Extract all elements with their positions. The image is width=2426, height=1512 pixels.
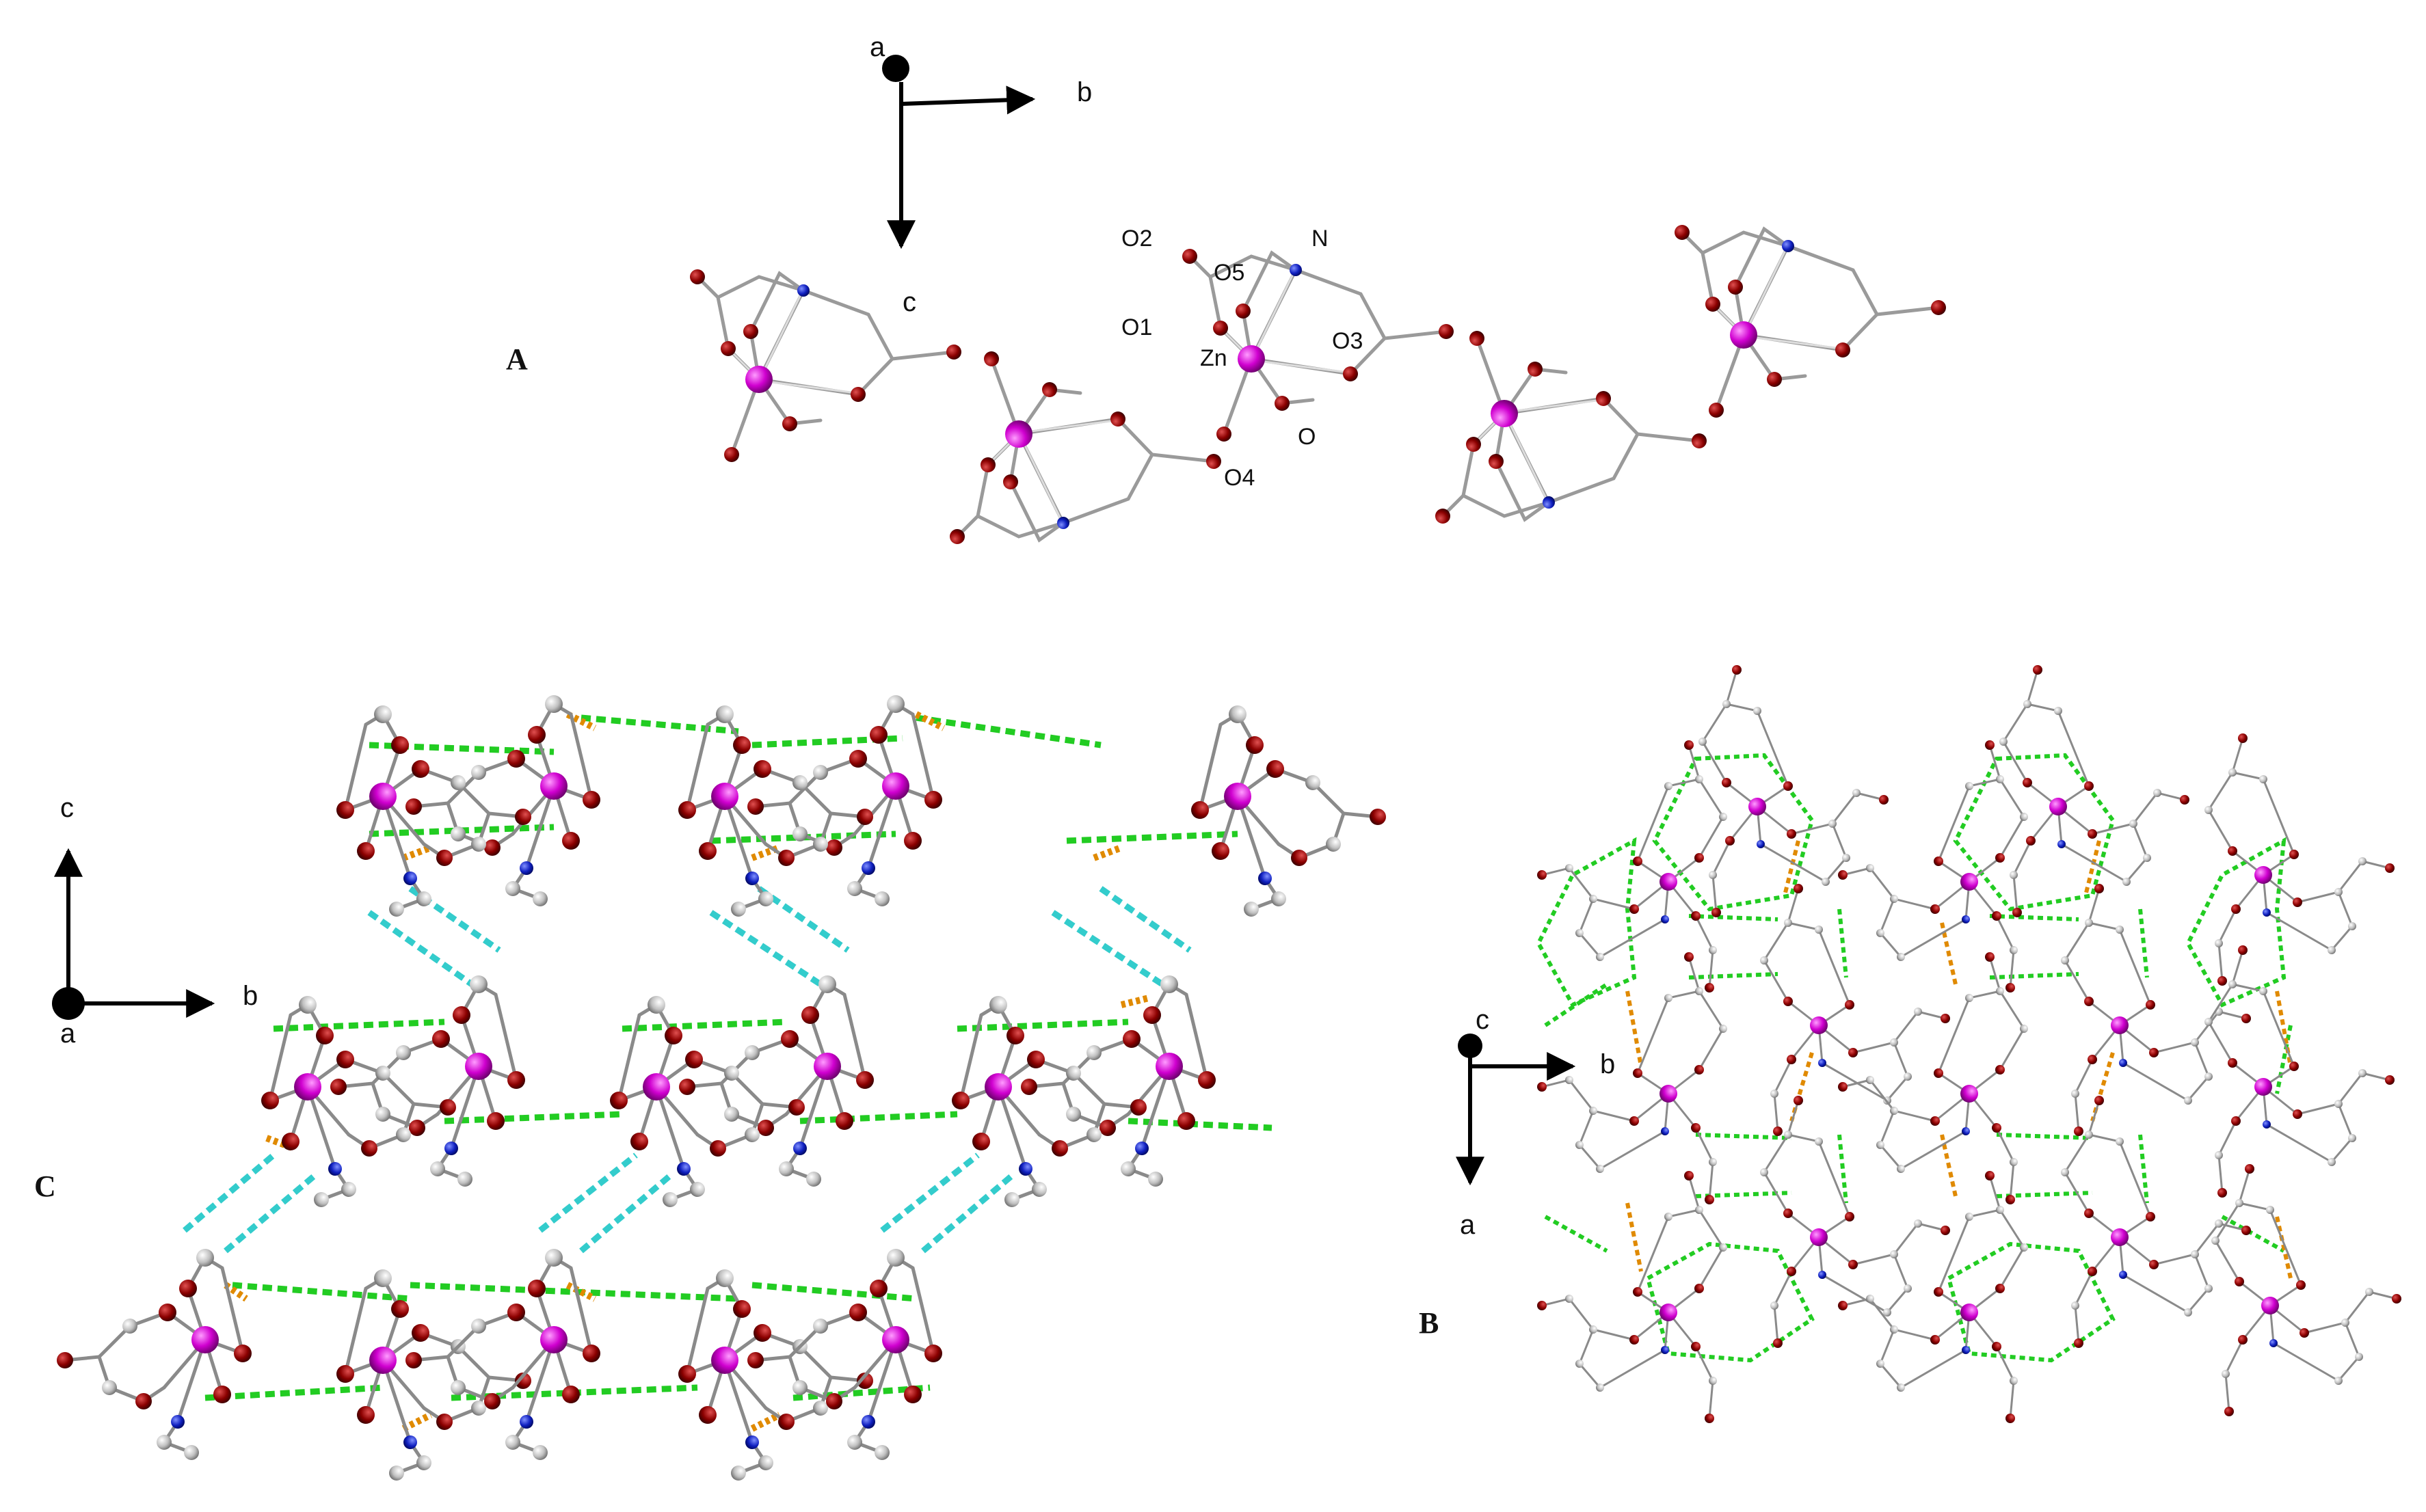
panel-b-unit-13 [1536,1170,1729,1425]
panel-c-molecules [57,695,1386,1481]
panel-c-axis-label-a: a [60,1018,76,1049]
panel-a-unit-5 [1675,225,1946,418]
panel-c-unit-15 [678,1269,873,1481]
panel-c-hbonds-orange [224,711,1150,1432]
panel-c: c b a C [34,695,1386,1481]
panel-a-atom-labels: O2 N O5 O1 Zn O3 O O4 [1121,226,1363,491]
panel-b-unit-5 [2203,732,2396,987]
panel-b-unit-9 [1837,951,2029,1206]
panel-c-unit-13 [336,1269,531,1481]
panel-b-unit-6 [1759,882,1951,1137]
panel-c-axes: c b a [52,793,258,1049]
panel-b-unit-1 [1697,664,1890,919]
panel-a-unit-1 [690,269,961,462]
panel-b: c b a B [1419,664,2403,1425]
panel-b-axis-label-b: b [1600,1049,1615,1079]
panel-a-axis-label-c: c [903,287,916,317]
panel-c-unit-8 [679,975,874,1187]
atom-label-o: O [1298,424,1316,450]
panel-c-unit-16 [747,1249,942,1460]
panel-b-unit-7 [2060,882,2252,1137]
panel-b-unit-3 [1536,739,1729,994]
atom-label-o3: O3 [1332,328,1363,354]
atom-label-o5: O5 [1214,260,1244,286]
panel-c-unit-14 [405,1249,600,1460]
panel-a-axis-label-b: b [1077,77,1092,107]
panel-a-unit-4 [1435,331,1707,524]
panel-c-unit-2 [336,705,531,917]
panel-c-unit-4 [678,705,873,917]
panel-c-unit-12 [57,1249,252,1460]
panel-b-hbonds-green [1536,753,2293,1363]
atom-label-n: N [1311,226,1329,252]
atom-label-zn: Zn [1200,345,1227,371]
atom-label-o1: O1 [1121,314,1152,340]
panel-c-axis-label-b: b [243,981,258,1011]
panel-a-axis-origin-dot [882,55,909,82]
panel-b-unit-15 [2210,1163,2403,1418]
panel-b-unit-12 [2060,1094,2252,1349]
panel-b-axis-label-a: a [1460,1210,1476,1240]
atom-label-o4: O4 [1224,465,1255,491]
panel-b-unit-2 [1998,664,2191,919]
panel-b-molecules [1536,664,2403,1425]
panel-c-unit-3 [747,695,942,906]
panel-c-label: C [34,1170,56,1203]
panel-a: a b c A O2 N O5 O1 Zn O3 O O4 [506,32,1946,544]
panel-b-axis-origin-dot [1458,1034,1482,1058]
panel-b-axes: c b a [1456,1005,1615,1240]
panel-a-axis-arrow-b [901,85,1036,115]
panel-a-unit-2 [950,351,1221,544]
panel-b-unit-11 [1759,1094,1951,1349]
panel-a-label: A [506,342,528,376]
panel-c-unit-6 [330,975,525,1187]
panel-b-axis-label-c: c [1476,1005,1489,1035]
atom-label-o2: O2 [1121,226,1152,252]
panel-b-unit-10 [2203,944,2396,1199]
panel-c-unit-10 [1021,975,1216,1187]
panel-a-axes: a b c [870,32,1092,317]
panel-a-axis-label-origin: a [870,32,885,62]
panel-b-unit-4 [1837,739,2029,994]
panel-a-polymer-chain [690,225,1946,544]
panel-c-axis-label-c: c [60,793,74,823]
panel-c-unit-5 [1191,705,1386,917]
panel-c-unit-1 [405,695,600,906]
panel-b-unit-14 [1837,1170,2029,1425]
panel-b-label: B [1419,1306,1439,1340]
